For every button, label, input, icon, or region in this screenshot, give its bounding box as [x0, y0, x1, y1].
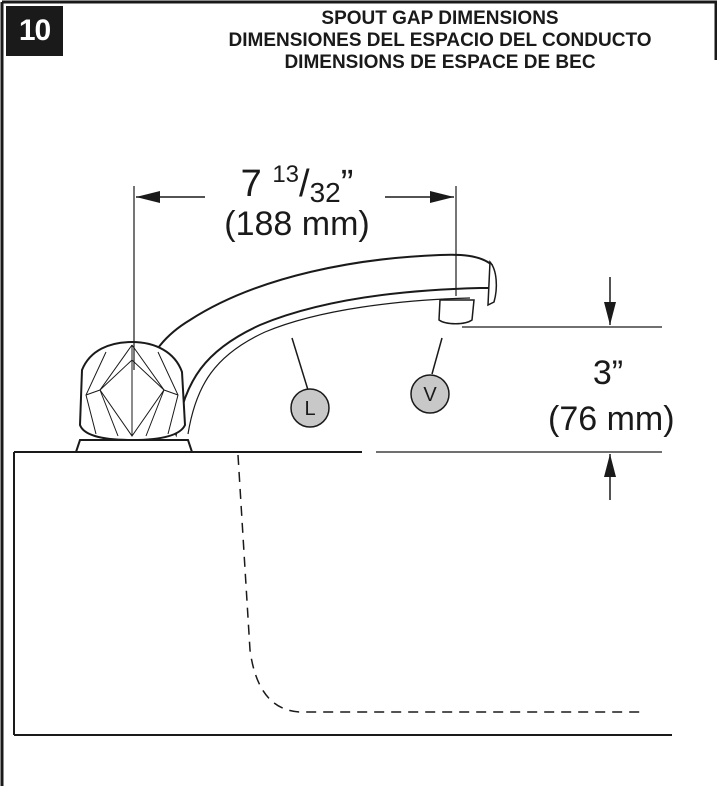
gap-arrow-down	[604, 302, 616, 325]
faucet-spout	[146, 253, 493, 438]
basin-hidden-line	[237, 454, 640, 713]
faucet-base	[74, 439, 194, 453]
spout-reach-label: 7 13/32” (188 mm)	[212, 161, 382, 244]
reach-numerator: 13	[272, 161, 300, 188]
spout-tip	[487, 260, 498, 307]
reach-whole: 7	[240, 163, 262, 205]
reach-inch-mark: ”	[340, 163, 354, 205]
spout-gap-metric: (76 mm)	[548, 400, 675, 438]
reach-arrow-right	[430, 191, 454, 203]
callout-v-label: V	[423, 384, 437, 406]
title-english: SPOUT GAP DIMENSIONS	[321, 8, 559, 29]
reach-fraction-slash: /	[299, 163, 310, 205]
spout-contour	[187, 297, 471, 435]
handle-facets	[85, 344, 179, 437]
title-spanish: DIMENSIONES DEL ESPACIO DEL CONDUCTO	[228, 30, 652, 51]
title-block: SPOUT GAP DIMENSIONS DIMENSIONES DEL ESP…	[150, 8, 717, 74]
title-french: DIMENSIONS DE ESPACE DE BEC	[284, 52, 596, 73]
callout-v-bubble	[410, 374, 450, 414]
callout-v-leader	[431, 337, 443, 375]
gap-arrow-up	[604, 454, 616, 477]
step-number-badge: 10	[6, 6, 63, 56]
reach-arrow-left	[136, 191, 160, 203]
callout-l-label: L	[304, 398, 315, 420]
callout-l-bubble	[290, 388, 330, 428]
reach-denominator: 32	[309, 177, 341, 208]
aerator	[438, 299, 475, 325]
spout-gap-imperial: 3”	[592, 354, 624, 392]
spout-reach-imperial: 7 13/32”	[212, 161, 382, 207]
spout-reach-metric: (188 mm)	[224, 205, 370, 243]
spout-gap-label: 3” (76 mm)	[548, 350, 675, 442]
callout-l-leader	[291, 337, 309, 391]
